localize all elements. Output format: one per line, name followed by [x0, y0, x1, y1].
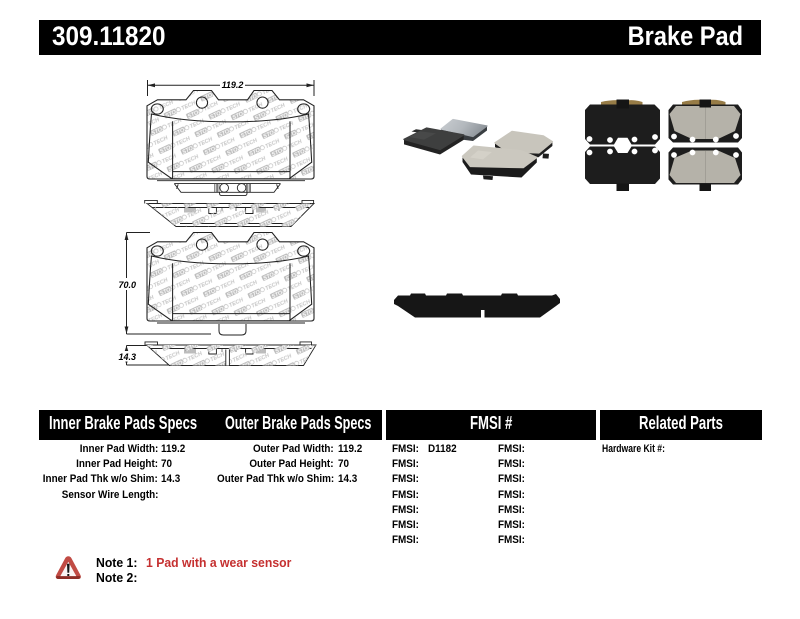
svg-text:119.2: 119.2: [222, 80, 244, 90]
svg-text:70.0: 70.0: [119, 280, 137, 290]
svg-text:14.3: 14.3: [119, 352, 137, 362]
